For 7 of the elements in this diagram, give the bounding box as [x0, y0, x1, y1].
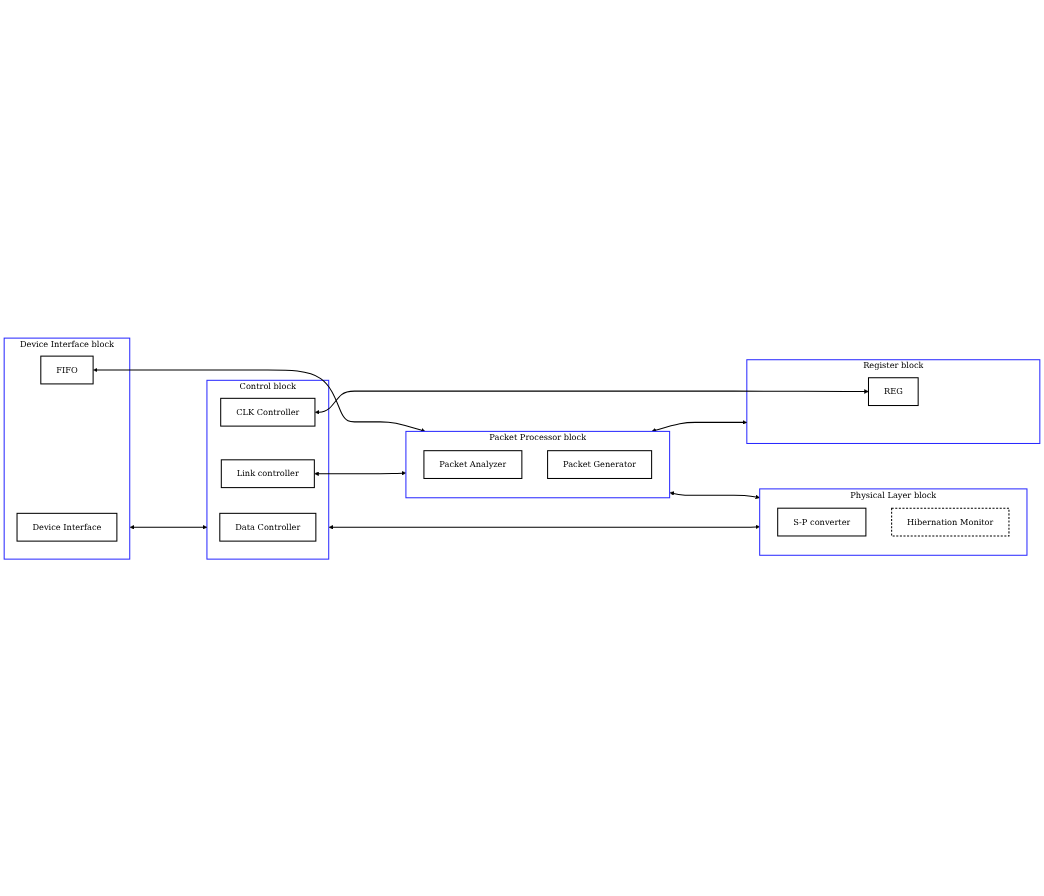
arrow [314, 388, 869, 414]
arrow [93, 367, 426, 432]
arrow [129, 524, 208, 529]
arrow [314, 470, 407, 476]
arrow [669, 490, 760, 499]
arrow [328, 524, 760, 529]
arrow [651, 419, 748, 432]
